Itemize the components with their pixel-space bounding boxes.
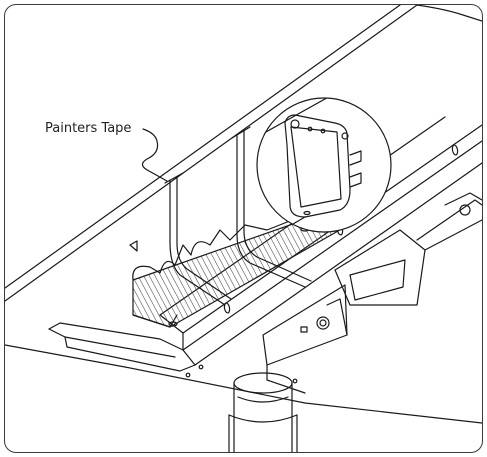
callout-painters-tape: Painters Tape bbox=[45, 121, 132, 136]
callout-leader bbox=[141, 128, 168, 182]
side-plate bbox=[334, 192, 482, 306]
motor-housing bbox=[262, 284, 348, 394]
cable-tray-diagram bbox=[5, 5, 482, 452]
tray-hooks bbox=[129, 126, 312, 306]
leg-column bbox=[228, 372, 298, 452]
desk-underside bbox=[5, 5, 482, 424]
crossbar-bracket bbox=[48, 322, 196, 372]
illustration-frame: Painters Tape bbox=[4, 4, 483, 453]
detail-magnifier bbox=[256, 97, 392, 233]
